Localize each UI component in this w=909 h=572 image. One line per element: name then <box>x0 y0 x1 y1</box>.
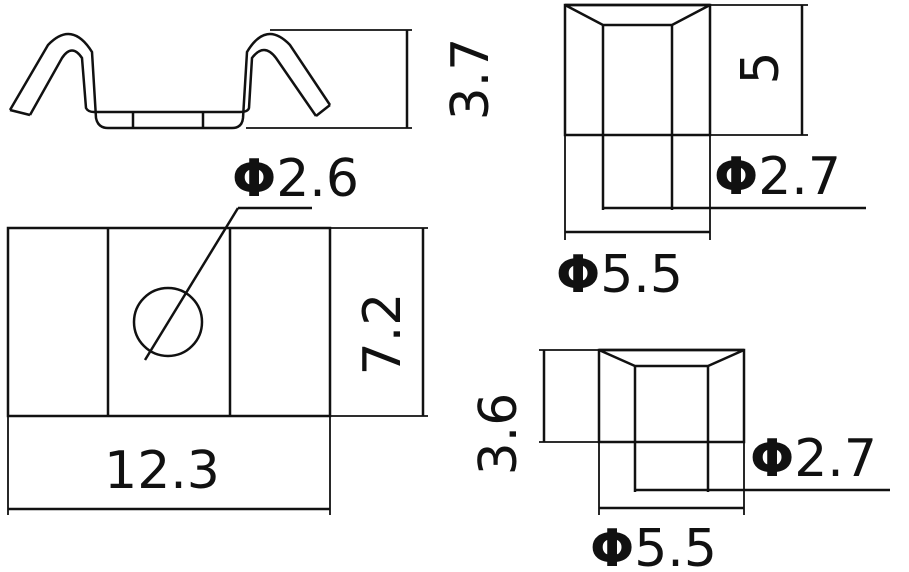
countersink-face <box>564 3 711 27</box>
hole-diameter-label: Φ2.6 <box>232 149 359 209</box>
diameter-symbol: Φ <box>590 519 634 572</box>
width-dimension-label: 12.3 <box>104 441 220 501</box>
clip-end-cap-right <box>315 104 331 117</box>
diameter-symbol: Φ <box>750 429 794 489</box>
outer-diameter-value: 5.5 <box>634 519 717 572</box>
clip-profile-inner <box>28 48 318 117</box>
top-view: Φ2.6 7.2 12.3 <box>6 149 428 515</box>
outer-diameter-value: 5.5 <box>600 245 683 305</box>
mounting-hole <box>132 286 204 358</box>
outer-diameter-label: Φ5.5 <box>590 519 717 572</box>
height-dimension-label: 7.2 <box>353 293 413 376</box>
inner-diameter-value: 2.7 <box>794 429 877 489</box>
end-view-b: 3.6 Φ2.7 Φ5.5 <box>469 348 890 572</box>
height-dimension-label: 5 <box>731 51 791 84</box>
inner-diameter-value: 2.7 <box>758 147 841 207</box>
height-dimension-label: 3.6 <box>469 393 529 476</box>
leader-line <box>143 207 240 361</box>
inner-diameter-label: Φ2.7 <box>714 147 841 207</box>
diameter-symbol: Φ <box>556 245 600 305</box>
inner-diameter-label: Φ2.7 <box>750 429 877 489</box>
body-outline <box>597 348 746 444</box>
end-view-a: 5 Φ2.7 Φ5.5 <box>556 3 866 305</box>
diameter-symbol: Φ <box>714 147 758 207</box>
side-view: 3.7 <box>8 29 501 130</box>
clip-profile-outer <box>8 33 332 130</box>
clip-end-cap-left <box>9 108 31 117</box>
outer-diameter-label: Φ5.5 <box>556 245 683 305</box>
countersink-face <box>598 348 745 368</box>
plate-outline <box>6 226 332 418</box>
hole-diameter-value: 2.6 <box>276 149 359 209</box>
diameter-symbol: Φ <box>232 149 276 209</box>
height-dimension-label: 3.7 <box>441 38 501 121</box>
